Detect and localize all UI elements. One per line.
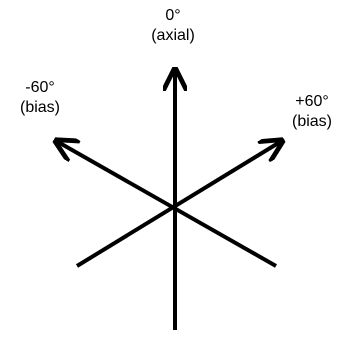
plus-60-label: +60° (bias) [280, 92, 344, 132]
minus-60-bias-arrow [58, 142, 277, 268]
plus-60-angle-text: +60° [295, 93, 329, 110]
plus-60-bias-arrow [75, 142, 280, 268]
minus-60-label: -60° (bias) [8, 78, 72, 118]
axial-angle-text: 0° [165, 7, 181, 24]
plus-60-name-text: (bias) [291, 113, 332, 130]
axial-label: 0° (axial) [123, 6, 223, 46]
minus-60-angle-text: -60° [25, 79, 55, 96]
minus-60-name-text: (bias) [19, 99, 60, 116]
axial-name-text: (axial) [151, 27, 195, 44]
